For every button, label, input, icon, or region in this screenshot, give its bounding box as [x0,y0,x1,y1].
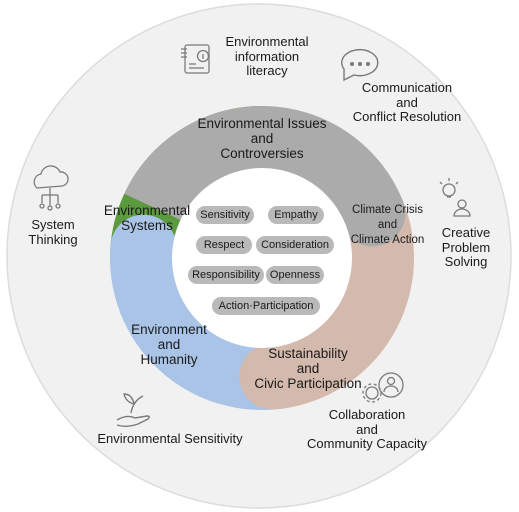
cloud-network-icon [33,165,69,211]
value-pill-action-participation: Action·Participation [212,297,320,315]
speech-bubble-icon [341,48,379,82]
gear-people-icon [362,372,404,403]
segment-label-systems: Environmental Systems [103,203,191,234]
value-pill-sensitivity: Sensitivity [196,206,254,224]
hand-plant-icon [116,393,150,427]
competency-communication: Communication and Conflict Resolution [352,80,462,125]
segment-label-climate: Climate Crisis and Climate Action [350,204,425,246]
competency-collaboration: Collaboration and Community Capacity [307,407,427,452]
lightbulb-person-icon [439,178,471,217]
document-info-icon [181,44,210,74]
value-pill-responsibility: Responsibility [188,266,264,284]
competency-environmental-sensitivity: Environmental Sensitivity [97,431,243,446]
segment-label-humanity: Environment and Humanity [131,322,207,368]
inner-circle [172,168,352,348]
competency-creative-problem-solving: Creative Problem Solving [441,225,491,270]
value-pill-respect: Respect [196,236,252,254]
segment-label-issues: Environmental Issues and Controversies [197,116,327,162]
segment-label-sustainability: Sustainability and Civic Participation [254,346,362,392]
value-pill-consideration: Consideration [256,236,334,254]
value-pill-openness: Openness [266,266,324,284]
competency-system-thinking: System Thinking [28,217,78,247]
value-pill-empathy: Empathy [268,206,324,224]
competency-information-literacy: Environmental information literacy [225,34,309,79]
